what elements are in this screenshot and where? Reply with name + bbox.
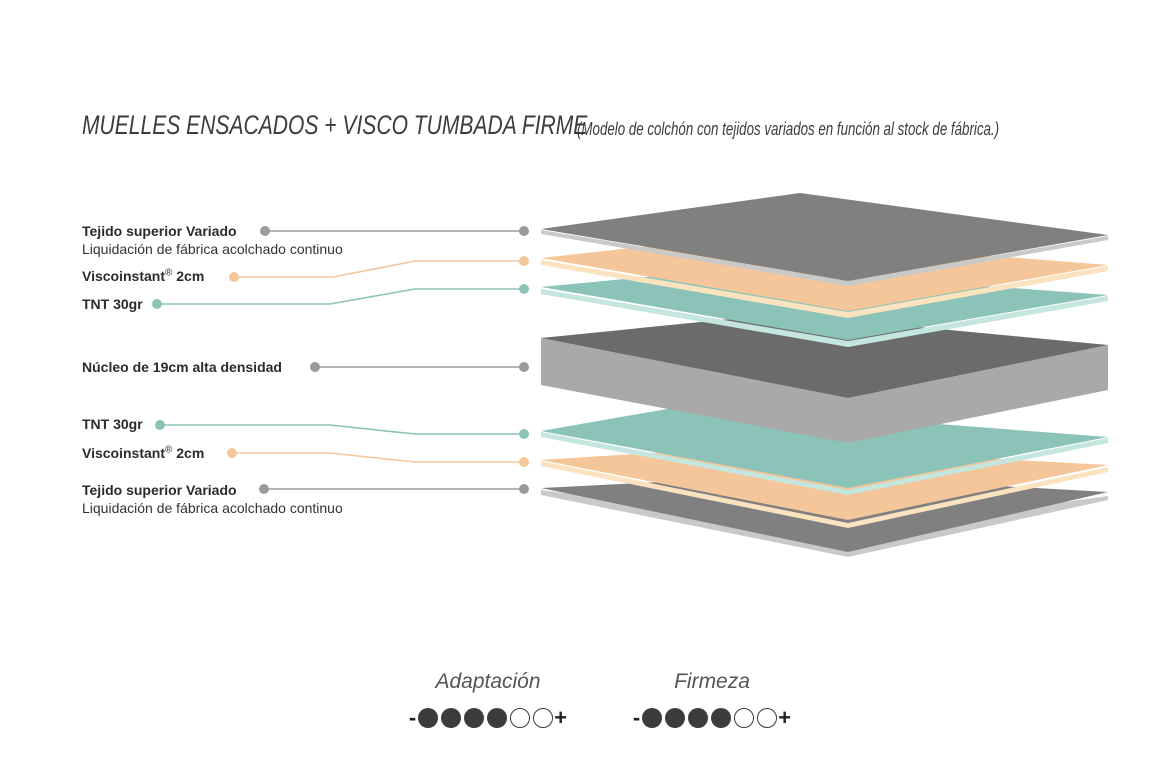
label-bottom-visco: Viscoinstant® 2cm bbox=[82, 444, 204, 462]
filled-dot bbox=[440, 708, 461, 728]
label-top-visco-size: 2cm bbox=[176, 268, 205, 284]
bottom-tnt-top bbox=[541, 405, 1108, 488]
filled-dot bbox=[710, 708, 731, 728]
rating-adaptacion-title: Adaptación bbox=[435, 670, 541, 693]
registered-mark: ® bbox=[165, 267, 173, 279]
rating-firmeza-scale: - + bbox=[617, 705, 807, 730]
leader-bottom-visco bbox=[227, 448, 529, 467]
layer-core bbox=[541, 314, 1108, 443]
label-top-fabric-name: Tejido superior Variado bbox=[82, 223, 237, 239]
leader-top-visco bbox=[229, 256, 529, 282]
label-bottom-fabric-desc: Liquidación de fábrica acolchado continu… bbox=[82, 500, 343, 516]
filled-dot bbox=[664, 708, 685, 728]
filled-dot bbox=[417, 708, 438, 728]
label-bottom-tnt: TNT 30gr bbox=[82, 415, 143, 433]
empty-dot bbox=[532, 708, 553, 728]
minus-sign: - bbox=[408, 705, 417, 730]
label-bottom-fabric-name: Tejido superior Variado bbox=[82, 482, 237, 498]
rating-firmeza-title: Firmeza bbox=[674, 670, 750, 693]
title-subtitle: (Modelo de colchón con tejidos variados … bbox=[577, 119, 1000, 139]
leader-core bbox=[310, 362, 529, 372]
rating-adaptacion: Adaptación - + bbox=[393, 670, 583, 730]
empty-dot bbox=[509, 708, 530, 728]
plus-sign: + bbox=[778, 705, 792, 730]
label-bottom-tnt-name: TNT 30gr bbox=[82, 416, 143, 432]
label-top-visco: Viscoinstant® 2cm bbox=[82, 267, 204, 285]
label-bottom-visco-size: 2cm bbox=[176, 445, 205, 461]
leader-top-tnt bbox=[152, 284, 529, 309]
top-fabric-edge bbox=[541, 230, 1108, 286]
filled-dot bbox=[687, 708, 708, 728]
leader-top-fabric bbox=[260, 226, 529, 236]
registered-mark: ® bbox=[165, 444, 173, 456]
core-side-front bbox=[541, 338, 1108, 443]
label-top-visco-name: Viscoinstant bbox=[82, 268, 165, 284]
empty-dot bbox=[733, 708, 754, 728]
bottom-visco-edge bbox=[541, 461, 1108, 528]
label-top-fabric-desc: Liquidación de fábrica acolchado continu… bbox=[82, 241, 343, 257]
layer-bottom-tnt bbox=[541, 405, 1108, 495]
bottom-tnt-edge bbox=[541, 432, 1108, 495]
minus-sign: - bbox=[632, 705, 641, 730]
empty-dot bbox=[756, 708, 777, 728]
label-core-name: Núcleo de 19cm alta densidad bbox=[82, 359, 282, 375]
top-tnt-edge bbox=[541, 289, 1108, 347]
rating-adaptacion-scale: - + bbox=[393, 705, 583, 730]
label-core: Núcleo de 19cm alta densidad bbox=[82, 358, 282, 376]
leader-bottom-fabric bbox=[259, 484, 529, 494]
page-title: MUELLES ENSACADOS + VISCO TUMBADA FIRME … bbox=[82, 110, 999, 141]
top-visco-edge bbox=[541, 260, 1108, 318]
layer-top-fabric bbox=[541, 193, 1108, 286]
title-main: MUELLES ENSACADOS + VISCO TUMBADA FIRME bbox=[82, 110, 588, 140]
filled-dot bbox=[463, 708, 484, 728]
label-bottom-fabric: Tejido superior Variado Liquidación de f… bbox=[82, 481, 343, 517]
top-fabric-top bbox=[541, 193, 1108, 281]
filled-dot bbox=[641, 708, 662, 728]
core-top bbox=[541, 314, 1108, 398]
label-top-fabric: Tejido superior Variado Liquidación de f… bbox=[82, 222, 343, 258]
label-top-tnt: TNT 30gr bbox=[82, 295, 143, 313]
leader-bottom-tnt bbox=[155, 420, 529, 439]
filled-dot bbox=[486, 708, 507, 728]
rating-firmeza: Firmeza - + bbox=[617, 670, 807, 730]
label-bottom-visco-name: Viscoinstant bbox=[82, 445, 165, 461]
plus-sign: + bbox=[554, 705, 568, 730]
label-top-tnt-name: TNT 30gr bbox=[82, 296, 143, 312]
